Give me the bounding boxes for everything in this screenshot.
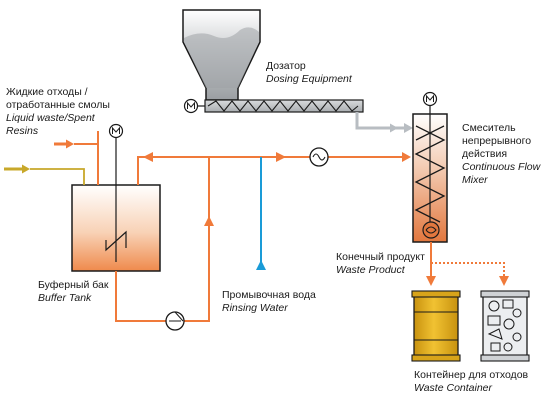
- liquid-waste-label-ru-2: отработанные смолы: [6, 99, 110, 111]
- mixer-label-en-2: Mixer: [462, 174, 488, 186]
- solids-feed-line: [355, 112, 413, 133]
- solids-feed-arrow: [376, 123, 398, 133]
- motor-icon: [183, 98, 199, 114]
- waste-flow-line: [115, 156, 406, 322]
- rinsing-water-label: Промывочная вода Rinsing Water: [222, 289, 316, 315]
- flow-meter-icon: [309, 147, 329, 167]
- dosing-label-ru: Дозатор: [266, 60, 306, 72]
- waste-product-label-en: Waste Product: [336, 264, 405, 276]
- rinsing-water-label-en: Rinsing Water: [222, 302, 288, 314]
- dosing-label: Дозатор Dosing Equipment: [266, 60, 352, 86]
- dosing-hopper: [182, 9, 261, 101]
- liquid-waste-input-line: [54, 131, 99, 185]
- waste-container-barrel: [411, 290, 461, 362]
- dosing-label-en: Dosing Equipment: [266, 73, 352, 85]
- continuous-flow-mixer: [412, 104, 448, 243]
- rinsing-water-label-ru: Промывочная вода: [222, 289, 316, 301]
- waste-container-label: Контейнер для отходов Waste Container: [414, 369, 528, 395]
- liquid-waste-label-en-2: Resins: [6, 125, 39, 137]
- mixer-label-ru-3: действия: [462, 148, 508, 160]
- mixer-label-ru-2: непрерывного: [462, 135, 532, 147]
- product-output-line: [426, 242, 509, 286]
- buffer-tank-label: Буферный бак Buffer Tank: [38, 279, 108, 305]
- buffer-tank: [71, 158, 161, 272]
- tank-motor-icon: [108, 123, 124, 158]
- mixer-label-en-1: Continuous Flow: [462, 161, 541, 173]
- waste-container-packed: [480, 290, 530, 362]
- liquid-waste-label-ru-1: Жидкие отходы /: [6, 86, 88, 98]
- waste-container-label-en: Waste Container: [414, 382, 493, 394]
- pump-icon: [165, 311, 185, 331]
- waste-product-label-ru: Конечный продукт: [336, 251, 425, 263]
- flow-arrow-icon: [143, 152, 411, 226]
- mixer-label: Смеситель непрерывного действия Continuo…: [462, 122, 540, 187]
- waste-product-label: Конечный продукт Waste Product: [336, 251, 425, 277]
- screw-conveyor: [197, 99, 364, 113]
- rinsing-water-line: [256, 157, 266, 270]
- waste-container-label-ru: Контейнер для отходов: [414, 369, 529, 381]
- buffer-tank-label-en: Buffer Tank: [38, 292, 92, 304]
- mixer-label-ru-1: Смеситель: [462, 122, 516, 134]
- liquid-waste-label-en-1: Liquid waste/Spent: [6, 112, 95, 124]
- mixer-motor-icon: [422, 91, 438, 107]
- additive-input-line: [4, 164, 85, 185]
- buffer-tank-label-ru: Буферный бак: [38, 279, 109, 291]
- liquid-waste-label: Жидкие отходы / отработанные смолы Liqui…: [6, 86, 110, 138]
